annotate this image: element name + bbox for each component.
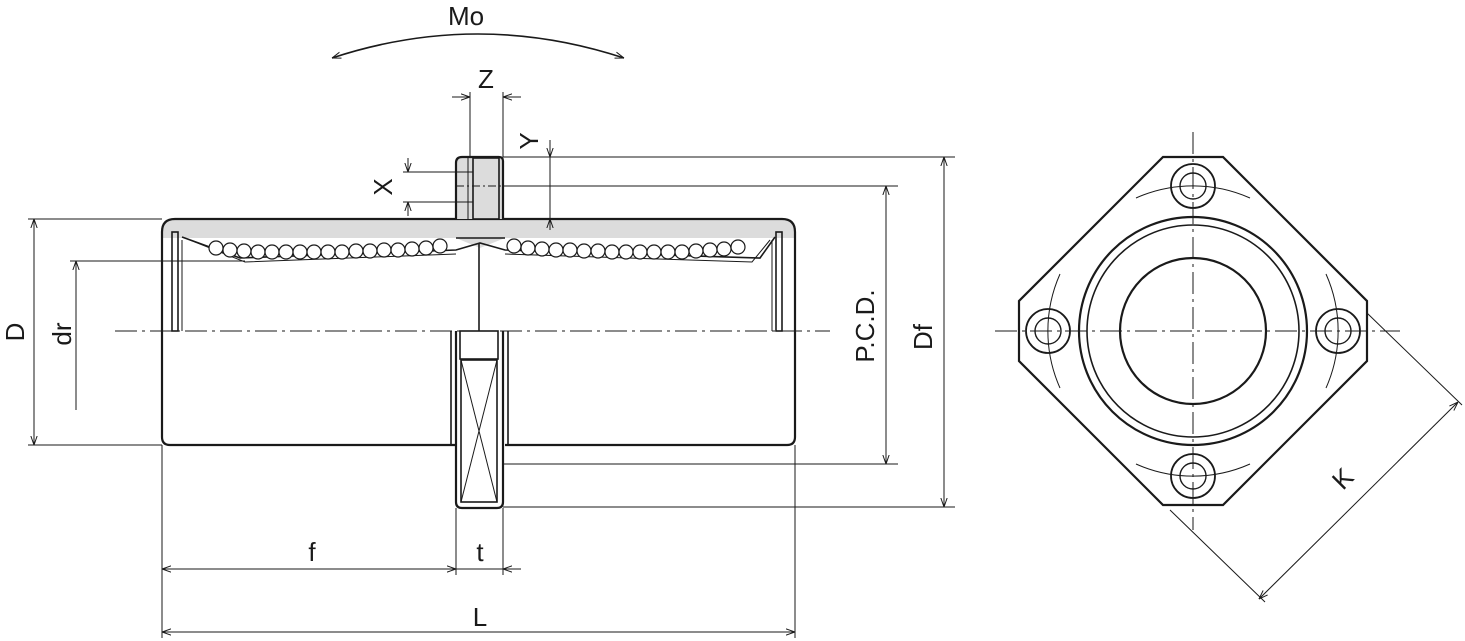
mounting-hole-bottom xyxy=(1170,453,1216,499)
square-flange-outline xyxy=(1017,155,1369,507)
mounting-hole-right xyxy=(1315,308,1361,354)
flange-shade xyxy=(456,157,503,219)
mounting-holes xyxy=(1025,163,1361,499)
mounting-hole-left xyxy=(1025,308,1071,354)
side-view xyxy=(115,155,830,510)
label-d: D xyxy=(0,323,30,342)
label-df: Df xyxy=(908,323,938,350)
mounting-hole-section xyxy=(472,157,500,220)
label-pcd: P.C.D. xyxy=(850,289,880,362)
recirculating-balls xyxy=(208,238,746,260)
flange-lower xyxy=(450,330,509,510)
label-mo: Mo xyxy=(448,1,484,31)
label-k: K xyxy=(1326,461,1360,495)
flange-bolt-hole xyxy=(460,359,498,503)
front-view: K xyxy=(995,132,1463,603)
mounting-hole-top xyxy=(1170,163,1216,209)
label-x: X xyxy=(368,178,398,195)
label-dr: dr xyxy=(47,322,77,345)
pcd-arcs xyxy=(1047,185,1339,477)
dimensions: Mo Z Y X D dr P.C.D. xyxy=(0,1,955,638)
label-y: Y xyxy=(514,132,544,149)
label-z: Z xyxy=(478,64,494,94)
bore-circle xyxy=(1118,256,1268,406)
outer-body-circle xyxy=(1077,215,1309,447)
outer-sleeve-shade xyxy=(162,219,795,248)
label-f: f xyxy=(308,537,316,567)
label-t: t xyxy=(476,537,484,567)
moment-arrow xyxy=(332,33,624,59)
label-l: L xyxy=(473,602,487,632)
flange-upper xyxy=(454,155,510,220)
inner-body-circle xyxy=(1086,224,1300,438)
